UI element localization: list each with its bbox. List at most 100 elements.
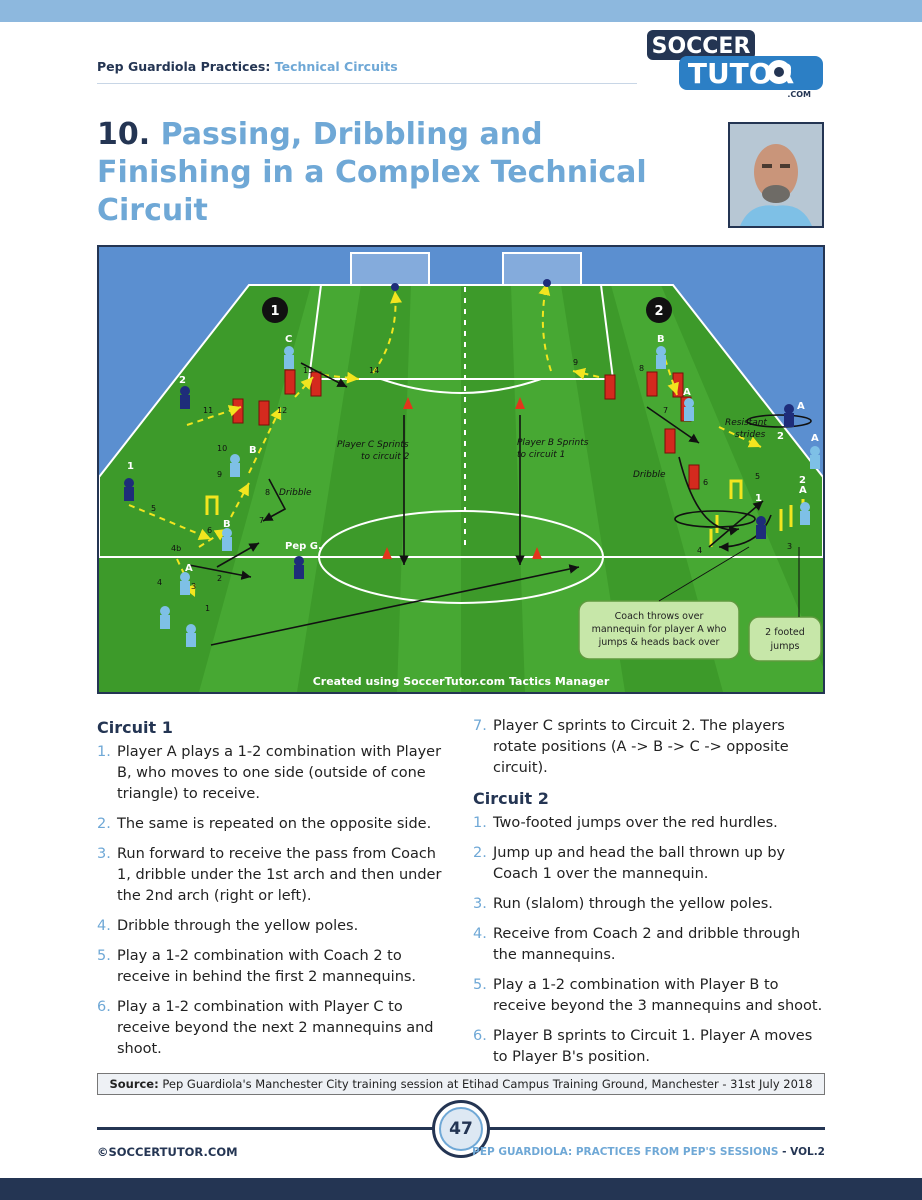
circuit-2-step: 3.Run (slalom) through the yellow poles. [473,896,773,912]
resistant-label-2: strides [735,430,766,440]
dribble-right-label: Dribble [633,470,666,480]
num-14: 14 [369,366,379,375]
circuit-1-step: 3.Run forward to receive the pass from C… [97,846,442,904]
num-13: 13 [303,366,313,375]
coach-box-line-1: Coach throws over [615,611,704,622]
label-2-right-b: 2 [799,475,806,486]
label-1-left: 1 [127,461,134,472]
label-a-mid-right: A [683,387,691,398]
page-number: 47 [439,1107,483,1151]
page-number-badge: 47 [432,1100,490,1158]
footer-book-title: PEP GUARDIOLA: PRACTICES FROM PEP'S SESS… [472,1146,825,1158]
num-r3: 3 [787,542,792,551]
logo-line1: SOCCER [652,34,751,59]
circuit-1-steps-continued: 7.Player C sprints to Circuit 2. The pla… [473,716,823,779]
logo-line3: .COM [787,90,811,98]
goal-right [502,252,582,286]
label-c-left: C [285,334,292,345]
bottom-color-band [0,1178,922,1200]
pitch-illustration: 1 2 [99,247,823,692]
label-a-r1: A [797,401,805,412]
num-8: 8 [265,488,270,497]
header-section: Technical Circuits [274,59,398,74]
coach-box-line-3: jumps & heads back over [598,637,720,648]
label-b-right: B [657,334,665,345]
num-r4: 4 [697,546,702,555]
num-r7: 7 [663,406,668,415]
soccertutor-logo: SOCCER TUTOR .COM [647,30,823,98]
num-r5: 5 [755,472,760,481]
num-12: 12 [277,406,287,415]
header-divider [97,83,637,84]
jumps-line-1: 2 footed [765,627,805,638]
sprint-b-label-1: Player B Sprints [517,438,589,448]
coach-box-line-2: mannequin for player A who [592,624,727,635]
circuit-2-column: 7.Player C sprints to Circuit 2. The pla… [473,716,823,1077]
num-1: 1 [205,604,210,613]
jumps-callout [748,616,822,662]
circuit-2-title: Circuit 2 [473,789,549,808]
label-a-r3: A [799,485,807,496]
circuit-2-step: 1.Two-footed jumps over the red hurdles. [473,815,778,831]
num-r9: 9 [573,358,578,367]
circuit-2-steps: 1.Two-footed jumps over the red hurdles.… [473,813,823,1068]
players [124,279,820,647]
num-4b: 4b [171,544,181,553]
num-r8: 8 [639,364,644,373]
label-b-low-left: B [223,519,231,530]
circuit-1-steps: 1.Player A plays a 1-2 combination with … [97,742,447,1060]
circuit-1-number: 1 [270,304,279,319]
circuit-1-step: 2.The same is repeated on the opposite s… [97,816,432,832]
circuit-2-step: 2.Jump up and head the ball thrown up by… [473,845,786,882]
sprint-c-label-1: Player C Sprints [337,440,409,450]
header-prefix: Pep Guardiola Practices: [97,59,271,74]
num-11: 11 [203,406,213,415]
num-r6: 6 [703,478,708,487]
goal-left [350,252,430,286]
circuit-1-column: Circuit 1 1.Player A plays a 1-2 combina… [97,716,447,1069]
circuit-2-step: 5.Play a 1-2 combination with Player B t… [473,977,823,1014]
circuit-1-step: 1.Player A plays a 1-2 combination with … [97,744,442,802]
running-header: Pep Guardiola Practices: Technical Circu… [97,59,398,74]
jumps-line-2: jumps [770,641,800,652]
circuit-1-step: 6.Play a 1-2 combination with Player C t… [97,999,434,1057]
circuit-1-marker [262,297,288,323]
label-2-left: 2 [179,375,186,386]
num-6: 6 [207,526,212,535]
circuit-2-step: 4.Receive from Coach 2 and dribble throu… [473,926,801,963]
source-text: Pep Guardiola's Manchester City training… [162,1077,813,1091]
drill-title: Passing, Dribbling and Finishing in a Co… [97,117,647,228]
source-label: Source: [109,1077,159,1091]
coach-portrait [728,122,824,228]
label-2-right: 2 [777,431,784,442]
resistant-label-1: Resistant [725,418,767,428]
drill-number: 10. [97,117,151,152]
num-3: 3 [191,582,196,591]
circuit-2-marker [646,297,672,323]
coach-portrait-image [730,124,822,226]
label-a-r2: A [811,433,819,444]
page-title: 10. Passing, Dribbling and Finishing in … [97,116,707,230]
cones [382,397,542,559]
label-a-left: A [185,563,193,574]
num-5: 5 [151,504,156,513]
circuit-1-step: 7.Player C sprints to Circuit 2. The pla… [473,718,789,776]
num-4: 4 [157,578,162,587]
label-pep: Pep G. [285,541,322,552]
circuit-1-title: Circuit 1 [97,718,173,737]
footer-book-name: PEP GUARDIOLA: PRACTICES FROM PEP'S SESS… [472,1146,779,1158]
circuit-2-number: 2 [654,304,663,319]
sprint-b-label-2: to circuit 1 [517,450,565,460]
dribble-left-label: Dribble [279,488,312,498]
footer-volume: - VOL.2 [782,1146,825,1158]
circuit-1-step: 4.Dribble through the yellow poles. [97,918,359,934]
circuit-1-step: 5.Play a 1-2 combination with Coach 2 to… [97,948,417,985]
circuit-2-step: 6.Player B sprints to Circuit 1. Player … [473,1028,813,1065]
num-7: 7 [259,516,264,525]
diagram-watermark: Created using SoccerTutor.com Tactics Ma… [313,675,610,688]
source-note: Source: Pep Guardiola's Manchester City … [97,1073,825,1095]
label-1-right: 1 [755,493,762,504]
num-2: 2 [217,574,222,583]
sprint-c-label-2: to circuit 2 [361,452,410,462]
num-9: 9 [217,470,222,479]
